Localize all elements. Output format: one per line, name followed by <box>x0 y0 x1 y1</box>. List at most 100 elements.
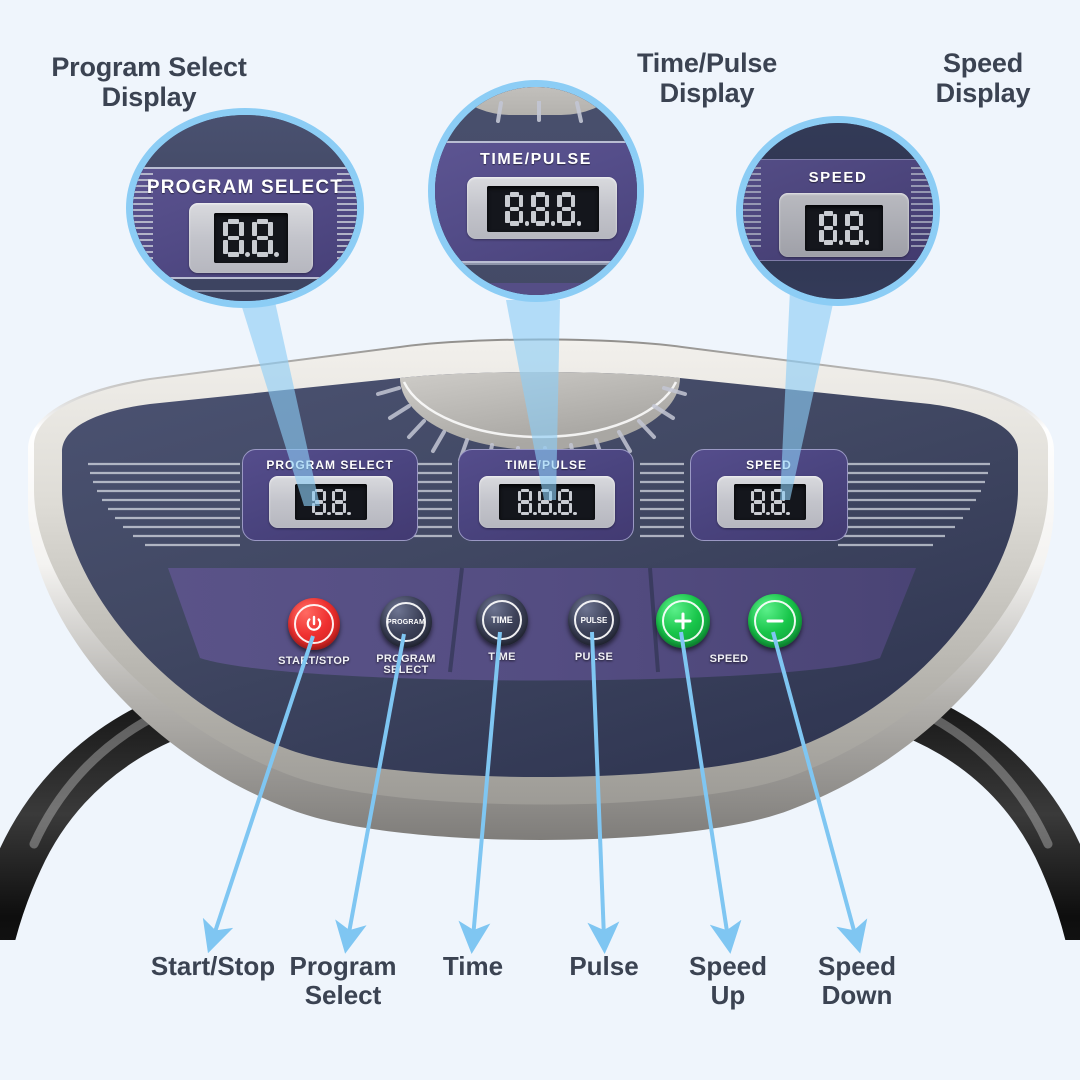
segment-decimal-point <box>577 221 582 226</box>
segment-e <box>312 503 316 513</box>
time-button-face-label: TIME <box>491 615 513 625</box>
segment-f <box>819 213 824 227</box>
segment-f <box>252 222 258 237</box>
bottom-label-pulse: Pulse <box>569 951 639 981</box>
arrow-start-stop <box>202 635 315 954</box>
seven-segment-digit <box>558 489 577 515</box>
seven-segment-digit <box>845 211 870 245</box>
bottom-label-program-select: Program Select <box>289 951 397 1010</box>
segment-b <box>571 194 576 208</box>
segment-d <box>535 221 546 226</box>
segment-decimal-point <box>553 511 557 515</box>
segment-d <box>228 251 239 257</box>
segment-g <box>509 206 520 212</box>
segment-c <box>833 229 838 243</box>
segment-c <box>322 503 326 513</box>
segment-f <box>771 491 775 501</box>
segment-f <box>332 491 336 501</box>
callout-title-speed: Speed Display <box>935 48 1031 108</box>
segment-d <box>315 511 323 515</box>
zoom-program-select-window <box>214 213 288 263</box>
segment-decimal-point <box>573 511 577 515</box>
segment-b <box>568 491 572 501</box>
zoom-program-select-label: PROGRAM SELECT <box>146 177 344 198</box>
segment-e <box>557 210 562 224</box>
segment-e <box>751 503 755 513</box>
segment-b <box>833 213 838 227</box>
bottom-label-time: Time <box>442 951 504 981</box>
segment-b <box>859 213 864 227</box>
segment-decimal-point <box>533 511 537 515</box>
program-button-face-label: PROGRAM <box>387 618 425 626</box>
segment-g <box>561 500 569 504</box>
segment-a <box>774 489 782 493</box>
segment-a <box>228 219 239 225</box>
segment-e <box>538 503 542 513</box>
segment-f <box>531 194 536 208</box>
segment-e <box>518 503 522 513</box>
program-select-display-block: PROGRAM SELECT <box>242 449 418 541</box>
zoom-right-stripes-sp <box>911 167 933 251</box>
segment-f <box>518 491 522 501</box>
segment-f <box>223 222 229 237</box>
speed-magnifier: SPEED <box>736 116 940 306</box>
segment-d <box>521 511 529 515</box>
segment-a <box>823 211 834 216</box>
segment-c <box>859 229 864 243</box>
segment-d <box>774 511 782 515</box>
zoom-left-stripes-sp <box>743 167 761 251</box>
program-select-button[interactable]: PROGRAM <box>380 596 432 648</box>
arrow-speed-down <box>771 631 868 954</box>
speed-display-label: SPEED <box>746 458 792 472</box>
time-button[interactable]: TIME <box>476 594 528 646</box>
arrow-program-select <box>335 633 406 954</box>
segment-d <box>754 511 762 515</box>
segment-c <box>761 503 765 513</box>
speed-up-button[interactable] <box>656 594 710 648</box>
callout-title-time-pulse: Time/Pulse Display <box>636 48 778 108</box>
segment-b <box>545 194 550 208</box>
seven-segment-digit <box>531 192 556 226</box>
seven-segment-digit <box>819 211 844 245</box>
time-pulse-magnifier-content: TIME/PULSE <box>435 87 637 295</box>
segment-g <box>521 500 529 504</box>
segment-decimal-point <box>347 511 351 515</box>
program-select-magnifier-content: PROGRAM SELECT <box>133 115 357 301</box>
seven-segment-digit <box>505 192 530 226</box>
zoom-lower-purple-tp <box>435 283 637 295</box>
zoom-speed-digits <box>819 211 870 245</box>
program-select-magnifier: PROGRAM SELECT <box>126 108 364 308</box>
program-select-button-caption: PROGRAM SELECT <box>376 653 436 676</box>
button-band <box>168 568 916 681</box>
segment-decimal-point <box>786 511 790 515</box>
segment-d <box>849 240 860 245</box>
segment-e <box>332 503 336 513</box>
segment-g <box>849 225 860 231</box>
segment-c <box>545 210 550 224</box>
seven-segment-digit <box>252 219 280 257</box>
segment-c <box>571 210 576 224</box>
segment-b <box>322 491 326 501</box>
segment-f <box>751 491 755 501</box>
segment-a <box>257 219 268 225</box>
segment-b <box>528 491 532 501</box>
start-stop-button[interactable] <box>288 598 340 650</box>
segment-c <box>519 210 524 224</box>
zoom-right-stripes <box>337 173 357 263</box>
zoom-left-stripes <box>133 173 153 263</box>
segment-f <box>557 194 562 208</box>
zoom-bottom-hairline-tp <box>435 263 637 265</box>
zoom-tick-marks <box>455 101 625 125</box>
bottom-label-speed-down: Speed Down <box>817 951 897 1010</box>
zoom-time-pulse-window <box>487 186 599 232</box>
bottom-label-speed-up: Speed Up <box>688 951 768 1010</box>
segment-b <box>519 194 524 208</box>
segment-a <box>754 489 762 493</box>
arrow-pulse <box>587 631 620 954</box>
time-pulse-magnifier: TIME/PULSE <box>428 80 644 302</box>
segment-e <box>558 503 562 513</box>
segment-g <box>823 225 834 231</box>
